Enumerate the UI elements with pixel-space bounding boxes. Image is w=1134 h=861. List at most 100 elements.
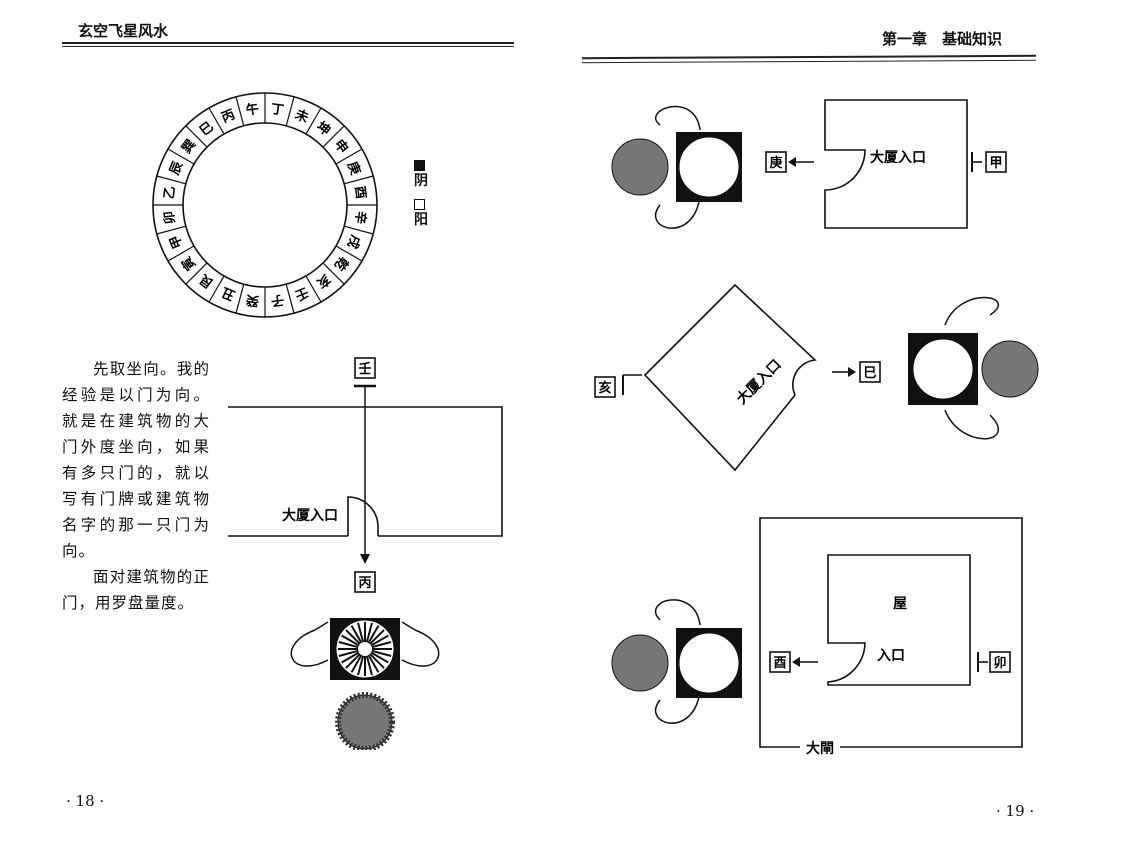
ring-divider [335,148,363,165]
ring-divider [156,225,186,235]
compass-spoke [338,649,359,657]
compass-spoke [357,655,365,676]
fig2-entrance-label: 大厦入口 [733,356,785,408]
right-header-rule [581,54,1037,60]
compass-spoke [357,622,365,643]
ring-label: 辛 [351,210,369,225]
fig3-gate-label: 大閘 [806,740,834,757]
ring-label: 巳 [197,119,216,139]
fig1-entrance-label: 大厦入口 [870,149,926,166]
ring-divider [235,96,245,126]
fig1-face-label: 庚 [769,155,782,171]
compass-spoke [350,625,363,644]
ring-label: 坤 [313,119,333,140]
ring-divider [185,262,208,285]
left-header-rule [62,42,514,44]
ring-label: 丙 [220,107,238,126]
ring-label: 酉 [351,185,368,200]
ring-divider [322,262,345,285]
compass-spoke [371,641,392,649]
ring-divider [167,245,195,262]
ring-label: 申 [331,137,352,157]
ring-divider [208,275,225,303]
ring-label: 壬 [293,284,311,304]
fig2-person [908,296,1039,440]
right-running-header: 第一章 基础知识 [882,30,1003,48]
fig2-sit-label: 亥 [598,380,611,396]
ring-divider [167,148,195,165]
yang-swatch [414,199,425,210]
compass-spoke [369,653,385,669]
fig3-person [611,599,742,724]
person-with-compass [290,618,440,750]
ring-divider [344,175,374,185]
compass-spoke [371,649,392,657]
yin-label: 阴 [414,173,428,189]
compass-spoke [341,634,360,647]
fig3-face-label: 酉 [773,656,786,671]
ring-divider [285,284,295,314]
ring-label: 乙 [162,185,179,200]
ring-label: 子 [270,291,285,308]
compass-ring: 丙午丁未坤申庚酉辛戌乾亥壬子癸丑艮寅甲卯乙辰巽巳 [152,92,378,318]
left-page-number: · 18 · [66,792,105,810]
ring-label: 庚 [344,159,364,177]
left-header-rule-thin [62,46,514,47]
ring-label: 丑 [220,284,238,303]
paragraph-2: 面对建筑物的正门，用罗盘量度。 [62,568,210,612]
compass-spoke [341,651,360,664]
building-diagram: 壬 大厦入口 丙 [228,357,503,750]
ring-label: 辰 [167,159,186,178]
ring-divider [235,284,245,314]
ring-divider [335,245,363,262]
ring-divider [285,96,295,126]
ring-label: 未 [292,106,312,127]
ring-divider [344,225,374,235]
ring-divider [185,125,208,148]
right-page-number: · 19 · [996,802,1035,820]
fig3-sit-label: 卯 [993,655,1006,671]
ring-divider [305,275,322,303]
left-running-header: 玄空飞星风水 [78,22,169,40]
entrance-label: 大厦入口 [282,507,338,524]
fig3-house-label: 屋 [893,596,907,612]
ring-label: 卯 [161,210,179,225]
ring-label: 癸 [244,291,261,309]
compass-spoke [367,654,380,673]
ring-divider [208,107,225,135]
ring-label: 戌 [344,233,364,251]
paragraph-1: 先取坐向。我的经验是以门为向。就是在建筑物的大门外度坐向，如果有多只门的，就以写… [62,360,210,560]
body-text: 先取坐向。我的经验是以门为向。就是在建筑物的大门外度坐向，如果有多只门的，就以写… [62,356,210,616]
figure-1: 大厦入口 庚 甲 [611,99,1007,229]
compass-spoke [370,634,389,647]
ring-label: 丁 [270,102,285,119]
right-header-rule-thin [582,59,1036,64]
compass-spoke [365,655,373,676]
ring-label: 艮 [196,270,216,290]
compass-spoke [345,629,361,645]
fig2-face-label: 巳 [863,366,876,381]
fig3-entrance-label: 入口 [877,648,905,664]
compass-spoke [338,641,359,649]
fig1-person [611,105,742,229]
compass-spoke [369,629,385,645]
figure-2: 大厦入口 巳 亥 [594,283,1039,472]
face-label: 丙 [358,576,371,591]
sit-label: 壬 [358,361,371,377]
legend: 阴 阳 [414,160,428,228]
ring-label: 巽 [179,137,199,156]
compass-spoke [365,622,373,643]
fig1-sit-label: 甲 [989,156,1002,171]
ring-label: 午 [245,101,260,119]
ring-divider [305,107,322,135]
ring-label: 乾 [331,253,352,273]
ring-label: 亥 [313,271,333,292]
ring-divider [322,125,345,148]
compass-spoke [370,651,389,664]
figure-3: 大閘 屋 入口 酉 卯 [611,517,1023,757]
compass-spoke [367,625,380,644]
compass-spoke [345,653,361,669]
yin-swatch [414,160,425,171]
ring-label: 甲 [167,233,186,251]
